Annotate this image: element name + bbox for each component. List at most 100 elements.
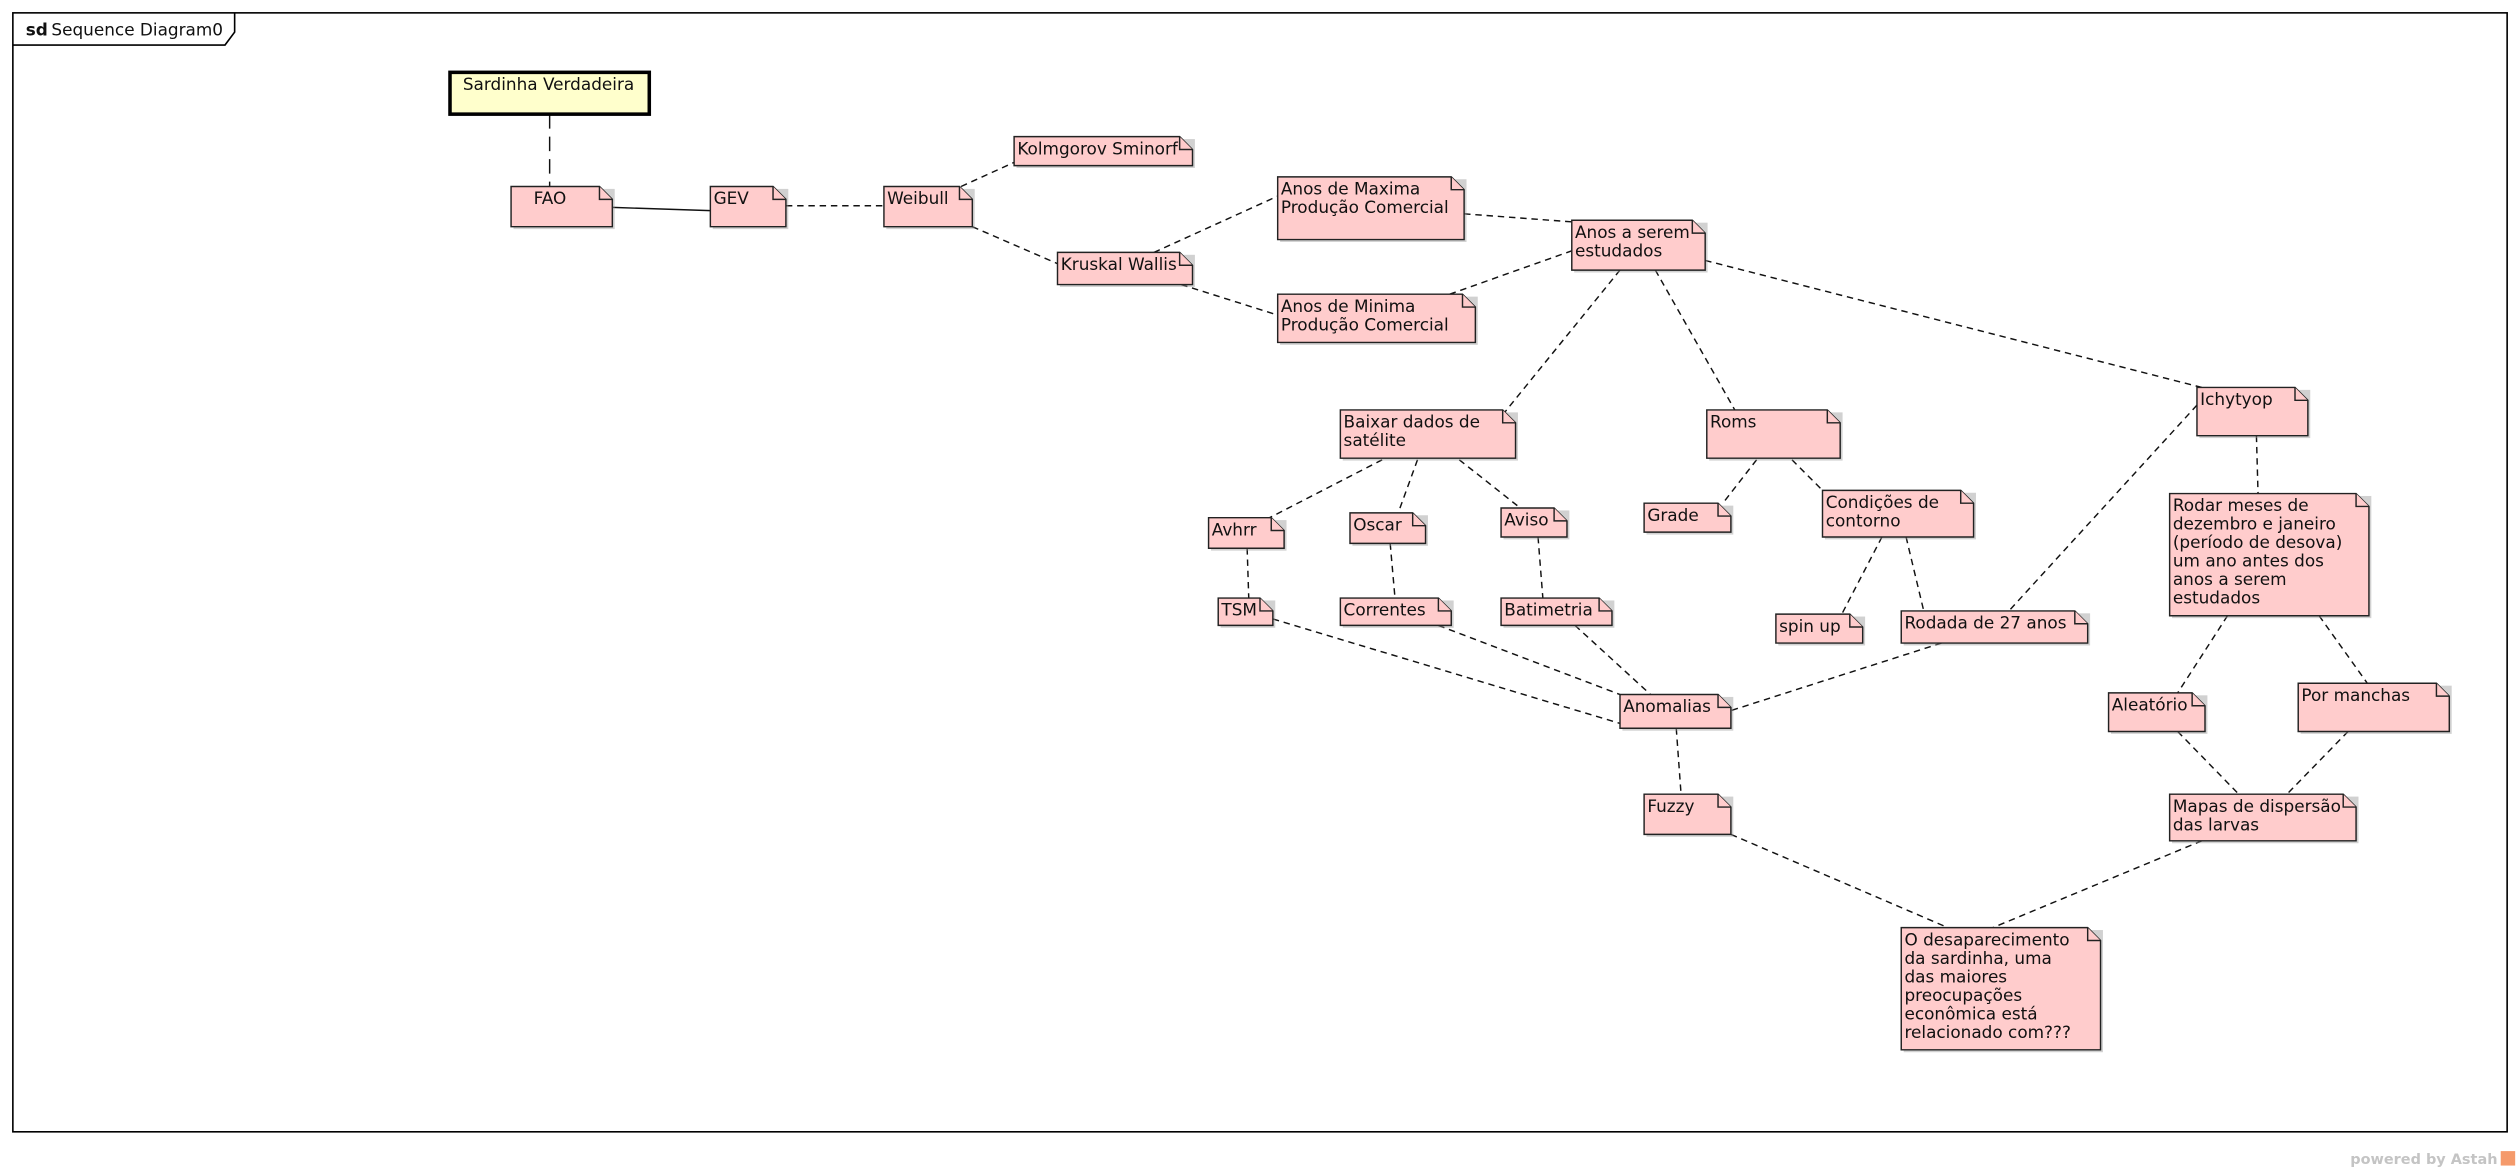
actor-box	[448, 70, 652, 116]
note-fao[interactable]: FAO	[510, 185, 615, 230]
note-body	[1276, 293, 1477, 344]
note-text-line: Weibull	[887, 188, 948, 208]
note-text-line: preocupações	[1904, 985, 2022, 1005]
note-fold-icon	[2294, 387, 2308, 402]
note-fold-icon	[772, 186, 786, 201]
connector-roms-condicoes[interactable]	[1791, 459, 1824, 491]
note-tsm[interactable]: TSM	[1217, 597, 1276, 628]
connector-ichytyop-rodar[interactable]	[2255, 435, 2259, 494]
connector-roms-grade[interactable]	[1722, 459, 1758, 504]
note-aleatorio[interactable]: Aleatório	[2107, 692, 2208, 734]
connector-aleatorio-mapas[interactable]	[2177, 730, 2240, 795]
note-body	[883, 185, 974, 228]
note-text-line: Roms	[1710, 412, 1756, 432]
connector-rodar-manchas[interactable]	[2318, 615, 2368, 684]
note-weibull[interactable]: Weibull	[883, 185, 975, 230]
connector-rodada-anomalias[interactable]	[1730, 642, 1942, 712]
connector-kruskal-anos_min[interactable]	[1181, 283, 1278, 316]
note-manchas[interactable]: Por manchas	[2297, 682, 2452, 734]
note-body	[1571, 219, 1706, 271]
note-gev[interactable]: GEV	[709, 185, 789, 230]
connector-baixar-aviso[interactable]	[1458, 459, 1521, 509]
connector-condicoes-spinup[interactable]	[1841, 536, 1883, 615]
note-text-line: spin up	[1779, 616, 1841, 636]
note-body	[1500, 507, 1568, 538]
connector-weibull-kolmgorov[interactable]	[960, 161, 1015, 188]
note-oscar[interactable]: Oscar	[1349, 512, 1428, 546]
note-rodada[interactable]: Rodada de 27 anos	[1900, 610, 2091, 646]
connector-oscar-correntes[interactable]	[1389, 543, 1396, 599]
note-body	[1619, 693, 1732, 730]
note-text-line: Rodar meses de	[2173, 495, 2309, 515]
connector-fao-gev[interactable]	[612, 206, 711, 212]
connector-condicoes-rodada[interactable]	[1905, 536, 1925, 612]
connector-baixar-avhrr[interactable]	[1269, 459, 1383, 519]
note-fold-icon	[2074, 610, 2088, 625]
note-text-line: relacionado com???	[1904, 1022, 2070, 1042]
note-grade[interactable]: Grade	[1643, 502, 1734, 535]
note-text-line: contorno	[1826, 511, 1901, 531]
connector-tsm-anomalias[interactable]	[1272, 618, 1621, 725]
note-body	[709, 185, 787, 228]
connector-avhrr-tsm[interactable]	[1246, 548, 1250, 599]
note-ichytyop[interactable]: Ichytyop	[2196, 386, 2311, 439]
connector-anos_estudados-baixar[interactable]	[1502, 269, 1621, 416]
connector-ichytyop-rodada[interactable]	[2008, 404, 2198, 612]
note-fuzzy[interactable]: Fuzzy	[1643, 793, 1734, 837]
actor-sardinha[interactable]: Sardinha Verdadeira	[448, 70, 652, 116]
connector-fuzzy-desaparecimento[interactable]	[1730, 833, 1949, 929]
note-text-line: um ano antes dos	[2173, 551, 2324, 571]
note-text-line: Anos a serem	[1575, 222, 1690, 242]
note-kolmgorov[interactable]: Kolmgorov Sminorf	[1013, 135, 1195, 169]
note-text-line: Kruskal Wallis	[1061, 254, 1177, 274]
note-body	[1821, 489, 1975, 538]
note-correntes[interactable]: Correntes	[1339, 597, 1454, 628]
connector-rodar-aleatorio[interactable]	[2177, 615, 2229, 694]
note-batimetria[interactable]: Batimetria	[1500, 597, 1615, 628]
note-text-line: Aviso	[1504, 510, 1548, 530]
note-roms[interactable]: Roms	[1706, 409, 1843, 461]
note-body	[1339, 597, 1452, 627]
connector-kruskal-anos_max[interactable]	[1153, 195, 1278, 254]
note-body	[1643, 793, 1732, 836]
connector-baixar-oscar[interactable]	[1397, 459, 1419, 514]
note-aviso[interactable]: Aviso	[1500, 507, 1570, 540]
note-text-line: TSM	[1220, 600, 1257, 620]
connector-anos_estudados-roms[interactable]	[1654, 269, 1737, 412]
note-avhrr[interactable]: Avhrr	[1207, 516, 1287, 551]
note-fold-icon	[1959, 490, 1974, 504]
note-fold-icon	[1849, 614, 1863, 628]
note-body	[1775, 613, 1864, 644]
connector-aviso-batimetria[interactable]	[1537, 536, 1544, 599]
note-body	[1643, 502, 1732, 533]
note-text-line: da sardinha, uma	[1904, 948, 2051, 968]
connector-weibull-kruskal[interactable]	[972, 226, 1058, 265]
note-kruskal[interactable]: Kruskal Wallis	[1056, 251, 1195, 287]
note-body	[1900, 610, 2089, 644]
connector-manchas-mapas[interactable]	[2286, 730, 2349, 795]
note-anomalias[interactable]: Anomalias	[1619, 693, 1734, 731]
note-text-line: Correntes	[1344, 600, 1426, 620]
connector-mapas-desaparecimento[interactable]	[1992, 840, 2203, 929]
astah-logo-icon	[2500, 1151, 2516, 1166]
connector-correntes-anomalias[interactable]	[1438, 624, 1621, 696]
note-text-line: Batimetria	[1504, 600, 1593, 620]
connector-batimetria-anomalias[interactable]	[1574, 624, 1652, 696]
note-spinup[interactable]: spin up	[1775, 613, 1866, 646]
note-text-line: (período de desova)	[2173, 532, 2342, 552]
note-body	[1349, 512, 1427, 545]
note-text-line: anos a serem	[2173, 569, 2287, 589]
note-text-line: FAO	[534, 188, 567, 208]
note-text-line: das larvas	[2173, 814, 2259, 834]
note-text-line: Rodada de 27 anos	[1904, 613, 2066, 633]
note-text-line: Avhrr	[1212, 519, 1257, 539]
